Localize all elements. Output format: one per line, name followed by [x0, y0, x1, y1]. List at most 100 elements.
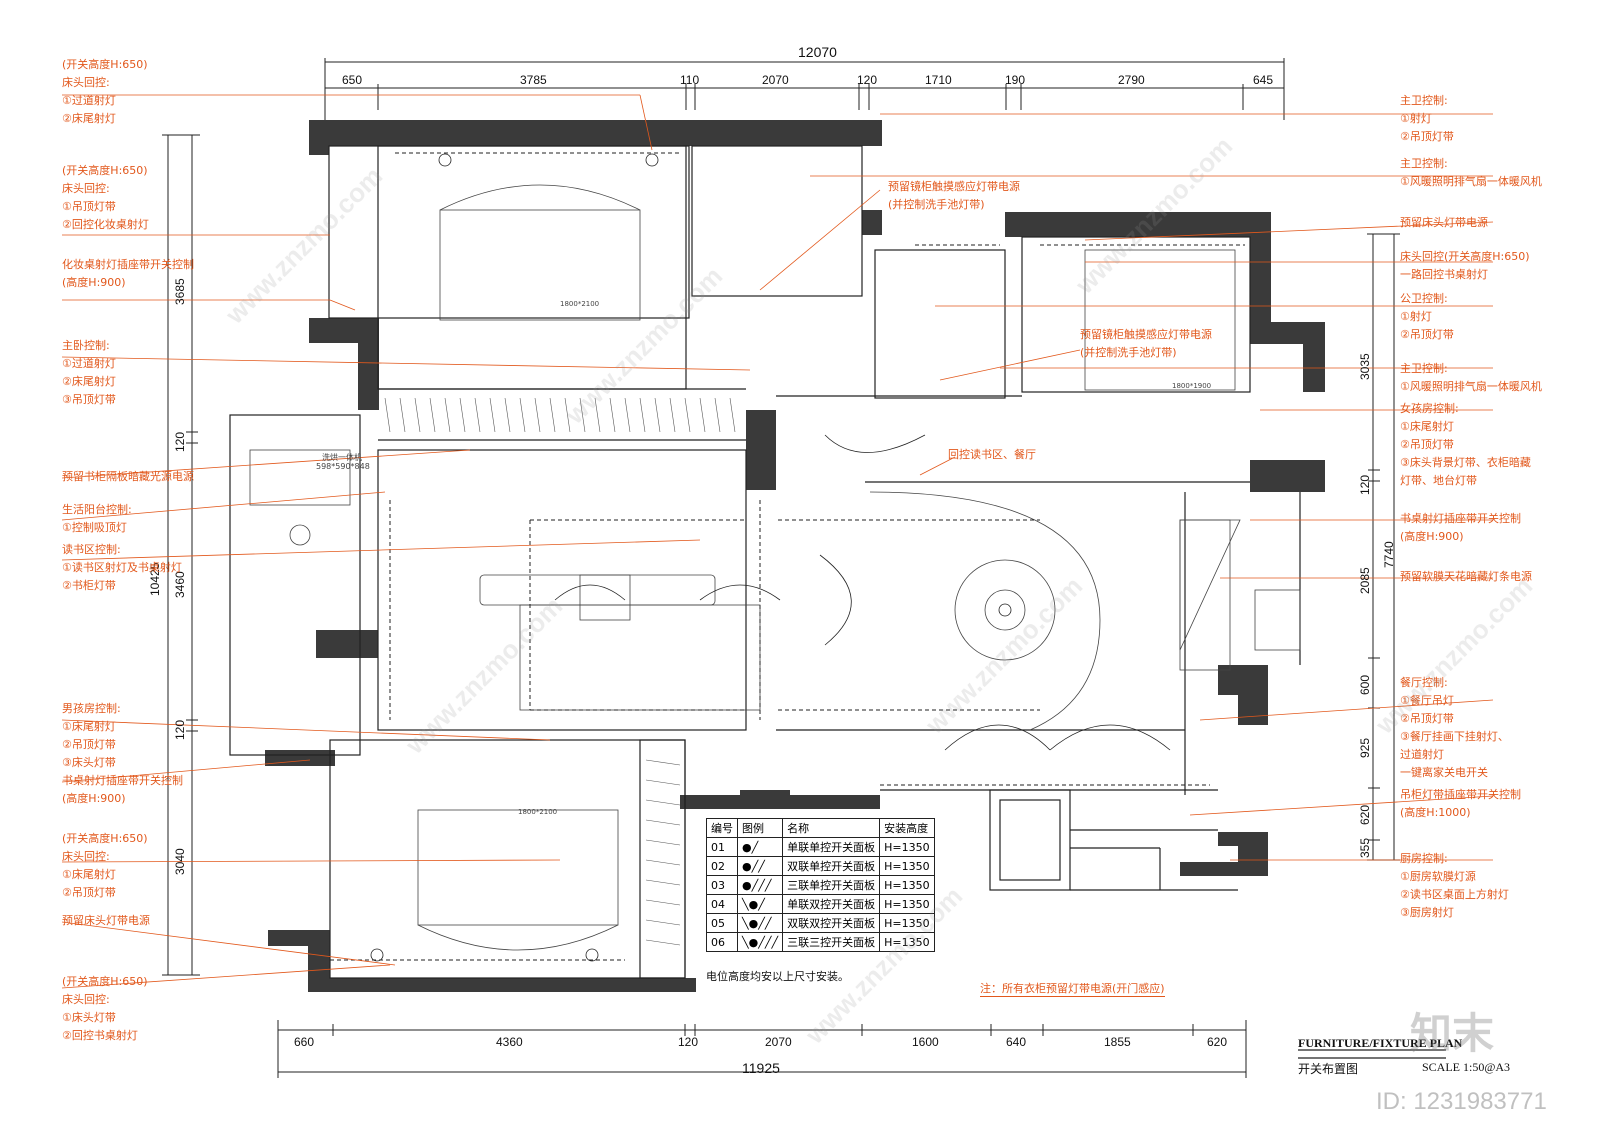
note-line: ①射灯: [1400, 310, 1432, 323]
switch-symbol-icon: ╲●╱: [736, 894, 784, 914]
right-dim-1: 3035: [1358, 353, 1372, 380]
note-line: ②吊顶灯带: [1400, 328, 1454, 341]
note-line: ③床头灯带: [62, 756, 116, 769]
note-line: ③厨房射灯: [1400, 906, 1454, 919]
bottom-dimension-lines: [277, 1020, 1247, 1078]
note-line: 床头回控(开关高度H:650): [1400, 250, 1530, 263]
note-left-2: (开关高度H:650) 床头回控: ①吊顶灯带 ②回控化妆桌射灯: [62, 162, 149, 234]
note-line: ②书柜灯带: [62, 579, 116, 592]
note-line: (开关高度H:650): [62, 975, 148, 988]
note-line: 餐厅控制:: [1400, 676, 1448, 689]
bottom-dim-2: 4360: [496, 1035, 523, 1049]
table-row: 05 ╲●╱╱ 双联双控开关面板 H=1350: [706, 913, 935, 933]
note-left-8: 男孩房控制: ①床尾射灯 ②吊顶灯带 ③床头灯带: [62, 700, 121, 772]
plan-label-line: 预留镜柜触摸感应灯带电源: [1080, 328, 1212, 341]
legend-no: 01: [706, 837, 738, 857]
switch-symbol-icon: ●╱╱: [736, 856, 784, 876]
note-line: (开关高度H:650): [62, 164, 148, 177]
bottom-dim-7: 1855: [1104, 1035, 1131, 1049]
legend-height: H=1350: [879, 932, 935, 952]
note-line: 生活阳台控制:: [62, 503, 132, 516]
note-line: ①控制吸顶灯: [62, 521, 127, 534]
note-line: ②床尾射灯: [62, 112, 116, 125]
note-line: ①床尾射灯: [62, 868, 116, 881]
note-line: ①射灯: [1400, 112, 1432, 125]
bed-size-label-3: 1800*2100: [518, 808, 558, 816]
note-line: 公卫控制:: [1400, 292, 1448, 305]
note-right-4: 床头回控(开关高度H:650) 一路回控书桌射灯: [1400, 248, 1530, 284]
note-left-1: (开关高度H:650) 床头回控: ①过道射灯 ②床尾射灯: [62, 56, 148, 128]
note-line: 主卫控制:: [1400, 362, 1448, 375]
note-right-12: 厨房控制: ①厨房软膜灯源 ②读书区桌面上方射灯 ③厨房射灯: [1400, 850, 1509, 922]
note-left-12: (开关高度H:650) 床头回控: ①床头灯带 ②回控书桌射灯: [62, 973, 148, 1045]
note-right-11: 吊柜灯带插座带开关控制 (高度H:1000): [1400, 786, 1521, 822]
note-line: (开关高度H:650): [62, 832, 148, 845]
plan-label-line: (并控制洗手池灯带): [1080, 346, 1177, 359]
note-line: 主卧控制:: [62, 339, 110, 352]
walls: [265, 120, 1325, 992]
legend-name: 单联单控开关面板: [782, 837, 881, 857]
note-left-9: 书桌射灯插座带开关控制 (高度H:900): [62, 772, 183, 808]
legend-no: 03: [706, 875, 738, 895]
bottom-dim-5: 1600: [912, 1035, 939, 1049]
led-strips: [330, 152, 1245, 961]
legend-no: 02: [706, 856, 738, 876]
legend-height: H=1350: [879, 856, 935, 876]
legend-header-symbol: 图例: [736, 818, 784, 838]
note-line: 预留软膜天花暗藏灯条电源: [1400, 570, 1532, 583]
note-right-8: 书桌射灯插座带开关控制 (高度H:900): [1400, 510, 1521, 546]
note-line: ①吊顶灯带: [62, 200, 116, 213]
legend-name: 双联单控开关面板: [782, 856, 881, 876]
drawing-title: FURNITURE/FIXTURE PLAN: [1298, 1036, 1463, 1050]
bottom-dim-6: 640: [1006, 1035, 1027, 1049]
table-row: 01 ●╱ 单联单控开关面板 H=1350: [706, 837, 935, 857]
note-left-6: 生活阳台控制: ①控制吸顶灯: [62, 501, 132, 537]
note-line: ①过道射灯: [62, 94, 116, 107]
legend-no: 04: [706, 894, 738, 914]
note-line: 化妆桌射灯插座带开关控制: [62, 258, 194, 271]
right-dim-7: 355: [1358, 837, 1372, 858]
note-line: 床头回控:: [62, 993, 110, 1006]
note-left-7: 读书区控制: ①读书区射灯及书桌射灯 ②书柜灯带: [62, 541, 182, 595]
table-row: 04 ╲●╱ 单联双控开关面板 H=1350: [706, 894, 935, 914]
note-line: 一路回控书桌射灯: [1400, 268, 1488, 281]
bottom-dim-1: 660: [294, 1035, 315, 1049]
top-dim-3: 110: [680, 73, 700, 87]
note-line: 过道射灯: [1400, 748, 1444, 761]
note-line: ③吊顶灯带: [62, 393, 116, 406]
note-line: ①餐厅吊灯: [1400, 694, 1454, 707]
note-line: ③床头背景灯带、衣柜暗藏: [1400, 456, 1531, 469]
title-block-lines: [1298, 1049, 1446, 1059]
note-line: ②吊顶灯带: [62, 886, 116, 899]
note-line: ②回控化妆桌射灯: [62, 218, 149, 231]
note-line: 床头回控:: [62, 182, 110, 195]
note-right-6: 主卫控制: ①风暖照明排气扇一体暖风机: [1400, 360, 1542, 396]
note-line: (高度H:900): [1400, 530, 1464, 543]
right-dim-total: 7740: [1382, 541, 1396, 568]
watermark-logo: 知末: [1410, 1009, 1495, 1058]
leader-lines: [61, 94, 1494, 989]
note-right-9: 预留软膜天花暗藏灯条电源: [1400, 568, 1532, 586]
note-line: 书桌射灯插座带开关控制: [62, 774, 183, 787]
note-line: 床头回控:: [62, 76, 110, 89]
table-row: 06 ╲●╱╱╱ 三联三控开关面板 H=1350: [706, 932, 935, 952]
bottom-total-dimension: 11925: [742, 1060, 780, 1076]
note-line: ②读书区桌面上方射灯: [1400, 888, 1509, 901]
top-dim-6: 1710: [925, 73, 952, 87]
note-left-4: 主卧控制: ①过道射灯 ②床尾射灯 ③吊顶灯带: [62, 337, 116, 409]
note-right-2: 主卫控制: ①风暖照明排气扇一体暖风机: [1400, 155, 1542, 191]
note-line: ①床尾射灯: [1400, 420, 1454, 433]
legend-header-name: 名称: [782, 818, 881, 838]
note-left-3: 化妆桌射灯插座带开关控制 (高度H:900): [62, 256, 194, 292]
note-line: ②吊顶灯带: [1400, 438, 1454, 451]
switch-symbol-icon: ╲●╱╱: [736, 913, 784, 933]
note-line: 预留书柜隔板暗藏光源电源: [62, 470, 194, 483]
washer-label: 洗烘一体机: [322, 453, 362, 462]
legend-header-no: 编号: [706, 818, 738, 838]
note-line: 男孩房控制:: [62, 702, 121, 715]
plan-label-line: (并控制洗手池灯带): [888, 198, 985, 211]
interior-walls: [229, 145, 1301, 979]
bed-size-label-2: 1800*1900: [1172, 382, 1212, 390]
note-line: 主卫控制:: [1400, 157, 1448, 170]
note-line: (开关高度H:650): [62, 58, 148, 71]
